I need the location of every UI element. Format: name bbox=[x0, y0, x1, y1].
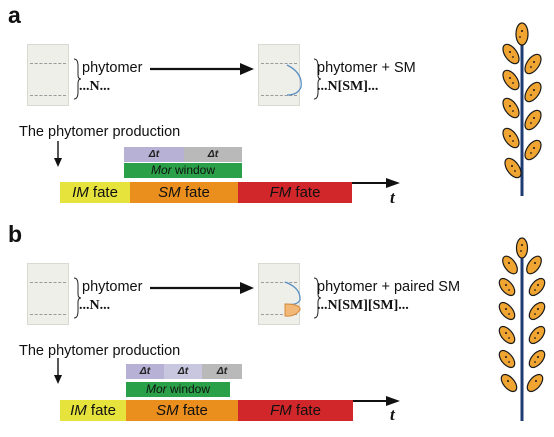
dashed-line bbox=[30, 282, 66, 283]
phytomer-production-label: The phytomer production bbox=[19, 124, 181, 140]
fm-fate-rest: fate bbox=[291, 184, 321, 201]
mor-window: Mor window bbox=[126, 382, 230, 397]
panel-letter: a bbox=[8, 2, 21, 28]
brace-icon bbox=[313, 277, 321, 319]
sm-fate-rest: fate bbox=[180, 184, 210, 201]
mor-window-rest: window bbox=[171, 163, 216, 177]
fm-fate-segment: FM fate bbox=[238, 182, 352, 203]
mor-window: Mor window bbox=[124, 163, 242, 178]
left-phytomer-label: phytomer bbox=[82, 279, 143, 295]
delta-t-box: Δt bbox=[164, 364, 202, 379]
im-fate-segment: IM fate bbox=[60, 182, 130, 203]
phytomer-box-left bbox=[27, 263, 69, 325]
brace-icon bbox=[73, 277, 81, 319]
sm-fate-rest: fate bbox=[178, 402, 208, 419]
transition-arrow-icon bbox=[150, 63, 254, 75]
dashed-line bbox=[30, 95, 66, 96]
dashed-line bbox=[30, 314, 66, 315]
im-fate-italic: IM bbox=[72, 184, 89, 201]
delta-t-box: Δt bbox=[126, 364, 164, 379]
fm-fate-rest: fate bbox=[291, 402, 321, 419]
right-phytomer-label: phytomer + paired SM bbox=[317, 279, 461, 295]
panel-a: a phytomer ...N... phytomer + SM ...N[SM… bbox=[0, 0, 554, 218]
delta-t-box: Δt bbox=[124, 147, 184, 162]
left-string-label: ...N... bbox=[79, 298, 111, 313]
phytomer-box-left bbox=[27, 44, 69, 106]
im-fate-segment: IM fate bbox=[60, 400, 126, 421]
production-arrow-icon bbox=[54, 358, 62, 384]
brace-icon bbox=[73, 58, 81, 100]
im-fate-rest: fate bbox=[88, 184, 118, 201]
im-fate-italic: IM bbox=[70, 402, 87, 419]
fm-fate-segment: FM fate bbox=[238, 400, 353, 421]
sm-fate-segment: SM fate bbox=[126, 400, 238, 421]
paired-spikelet-ear-icon bbox=[498, 237, 546, 421]
mor-window-rest: window bbox=[166, 382, 211, 396]
dashed-line bbox=[261, 63, 297, 64]
fm-fate-italic: FM bbox=[270, 402, 292, 419]
delta-t-box: Δt bbox=[184, 147, 242, 162]
time-axis-label: t bbox=[390, 188, 395, 207]
mor-window-italic: Mor bbox=[150, 163, 172, 177]
production-arrow-icon bbox=[54, 141, 62, 167]
mor-window-italic: Mor bbox=[145, 382, 167, 396]
time-axis-label: t bbox=[390, 405, 395, 424]
fm-fate-italic: FM bbox=[269, 184, 292, 201]
dashed-line bbox=[261, 95, 297, 96]
phytomer-production-label: The phytomer production bbox=[19, 343, 181, 359]
dashed-line bbox=[30, 63, 66, 64]
right-string-label: ...N[SM]... bbox=[317, 79, 379, 94]
transition-arrow-icon bbox=[150, 282, 254, 294]
left-phytomer-label: phytomer bbox=[82, 60, 143, 76]
left-string-label: ...N... bbox=[79, 79, 111, 94]
secondary-meristem-icon bbox=[286, 64, 302, 96]
delta-t-box: Δt bbox=[202, 364, 242, 379]
sm-fate-italic: SM bbox=[158, 184, 181, 201]
im-fate-rest: fate bbox=[86, 402, 116, 419]
panel-letter: b bbox=[8, 221, 23, 247]
phytomer-box-right bbox=[258, 263, 301, 325]
panel-b: b phytomer ...N... phytomer + paired SM … bbox=[0, 219, 554, 437]
paired-meristem-icon bbox=[284, 281, 301, 317]
dashed-line bbox=[261, 314, 297, 315]
sm-fate-italic: SM bbox=[156, 402, 179, 419]
single-spikelet-ear-icon bbox=[502, 22, 542, 196]
phytomer-box-right bbox=[258, 44, 302, 106]
dashed-line bbox=[261, 282, 297, 283]
right-phytomer-label: phytomer + SM bbox=[317, 60, 416, 76]
sm-fate-segment: SM fate bbox=[130, 182, 238, 203]
right-string-label: ...N[SM][SM]... bbox=[317, 298, 409, 313]
brace-icon bbox=[313, 58, 321, 100]
